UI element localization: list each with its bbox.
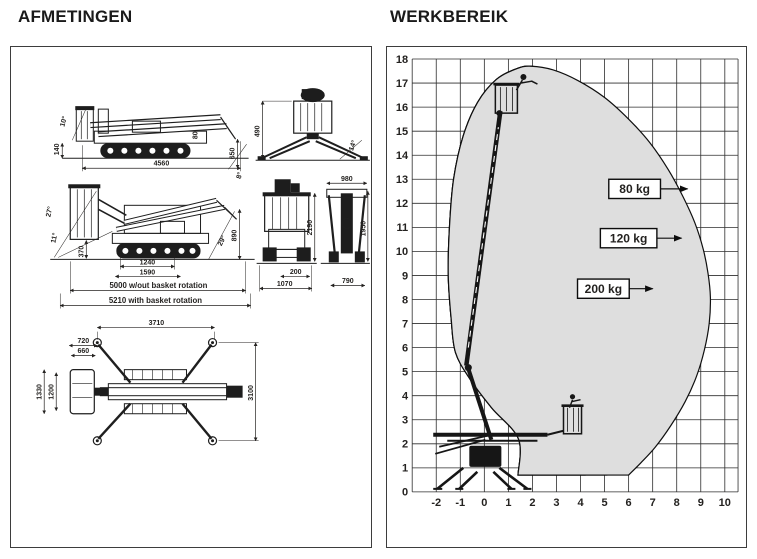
dim-overall-width: 1070 xyxy=(277,281,293,288)
dim-outrigger-length: 3710 xyxy=(149,320,165,327)
dim-chassis-length: 1590 xyxy=(140,269,156,276)
y-tick-label: 8 xyxy=(402,294,408,306)
x-tick-label: 2 xyxy=(529,497,535,509)
y-tick-label: 3 xyxy=(402,415,408,427)
dim-rear-angle: 29° xyxy=(216,234,228,247)
dim-basket-length-outer: 1330 xyxy=(37,384,44,400)
drawing-side-view-stowed: 10° 140 4560 650 8° 80 xyxy=(54,106,249,180)
x-tick-label: 5 xyxy=(602,497,608,509)
drawing-front-view-work: 2190 200 1070 xyxy=(256,179,317,292)
load-label-text: 80 kg xyxy=(619,182,650,196)
dim-step: 370 xyxy=(78,246,85,258)
y-tick-label: 4 xyxy=(402,391,409,403)
dim-max-slope: 27° xyxy=(44,206,54,218)
dimensions-title: AFMETINGEN xyxy=(18,7,133,26)
load-labels: 80 kg 120 kg 200 kg xyxy=(576,178,689,300)
y-tick-label: 1 xyxy=(402,463,408,475)
load-label-text: 120 kg xyxy=(610,231,647,245)
x-tick-label: 1 xyxy=(505,497,511,509)
load-label-box xyxy=(599,227,658,249)
y-tick-label: 10 xyxy=(396,246,408,258)
load-label-box xyxy=(608,178,662,200)
machine-silhouette xyxy=(433,74,584,490)
dim-overall-height: 2190 xyxy=(307,220,314,236)
x-tick-label: 4 xyxy=(577,497,584,509)
drawing-side-view-work: 27° 11° 370 1240 1590 890 29° 5000 w/out… xyxy=(44,184,255,309)
dim-length-no-rotation: 5000 w/out basket rotation xyxy=(109,281,207,290)
dim-length-with-rotation: 5210 with basket rotation xyxy=(109,296,202,305)
load-envelopes xyxy=(447,65,712,476)
x-tick-label: 9 xyxy=(698,497,704,509)
dim-width-top: 980 xyxy=(341,176,353,183)
dim-overall-length: 4560 xyxy=(154,161,170,168)
dim-leg-angle: 14° xyxy=(347,139,358,152)
y-tick-label: 2 xyxy=(402,439,408,451)
dim-basket-height: 490 xyxy=(255,125,262,137)
x-tick-label: 0 xyxy=(481,497,487,509)
dim-tilt-front: 10° xyxy=(58,115,69,127)
drawing-front-view-stowed: 980 1950 790 xyxy=(320,176,370,288)
y-tick-label: 17 xyxy=(396,78,408,90)
y-tick-label: 11 xyxy=(397,222,409,234)
x-tick-label: -2 xyxy=(431,497,441,509)
y-tick-label: 18 xyxy=(396,54,408,66)
dim-outrigger-spread: 3100 xyxy=(248,385,255,401)
y-tick-label: 9 xyxy=(402,270,408,282)
y-tick-label: 15 xyxy=(396,126,408,138)
y-tick-label: 0 xyxy=(402,487,408,499)
load-label-text: 200 kg xyxy=(585,282,622,296)
dim-basket-length-inner: 1200 xyxy=(49,384,56,400)
y-tick-label: 12 xyxy=(396,198,408,210)
dim-chassis-height: 890 xyxy=(232,230,239,242)
x-tick-label: -1 xyxy=(455,497,465,509)
x-tick-label: 6 xyxy=(626,497,632,509)
dim-rear-height: 650 xyxy=(230,147,237,159)
y-tick-label: 7 xyxy=(402,318,408,330)
x-tick-label: 10 xyxy=(719,497,731,509)
dim-min-slope: 11° xyxy=(49,232,59,244)
work-envelope-title: WERKBEREIK xyxy=(390,7,509,26)
envelope-80kg xyxy=(447,65,712,476)
dim-track-length: 1240 xyxy=(140,259,156,266)
drawing-top-view: 3710 xyxy=(37,320,259,446)
dim-track-shoe-width: 200 xyxy=(290,269,302,276)
drawing-rear-view-stowed: 490 14° xyxy=(255,88,370,161)
dim-ground-clearance: 140 xyxy=(54,143,61,155)
x-tick-label: 8 xyxy=(674,497,680,509)
y-tick-label: 16 xyxy=(396,102,408,114)
x-tick-label: 7 xyxy=(650,497,656,509)
dimensions-panel: 10° 140 4560 650 8° 80 xyxy=(10,46,372,548)
dim-basket-width-inner: 660 xyxy=(77,348,89,355)
y-tick-label: 14 xyxy=(396,150,409,162)
y-tick-label: 6 xyxy=(402,342,408,354)
load-label-box xyxy=(576,278,630,300)
dimension-drawings: 10° 140 4560 650 8° 80 xyxy=(37,88,370,446)
dim-width-bottom: 790 xyxy=(342,278,354,285)
x-tick-label: 3 xyxy=(553,497,559,509)
dim-boom-thickness: 80 xyxy=(193,131,200,139)
y-tick-label: 5 xyxy=(402,366,408,378)
dim-basket-width-outer: 720 xyxy=(77,338,89,345)
y-tick-label: 13 xyxy=(396,174,408,186)
dim-height-stowed: 1950 xyxy=(360,221,367,237)
dim-departure-angle: 8° xyxy=(235,171,245,180)
